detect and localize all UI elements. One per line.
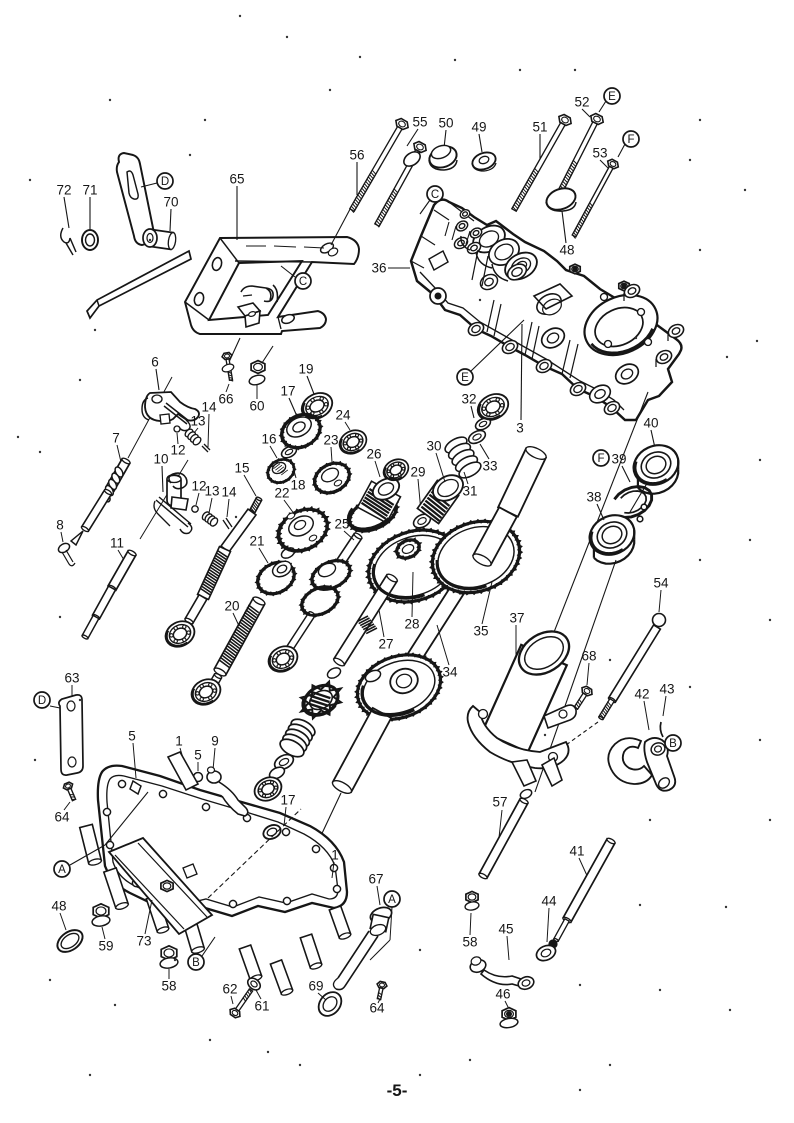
- svg-text:62: 62: [222, 982, 237, 997]
- svg-text:1: 1: [331, 848, 339, 863]
- svg-text:63: 63: [64, 671, 79, 686]
- svg-text:37: 37: [509, 611, 524, 626]
- svg-text:5: 5: [128, 729, 136, 744]
- svg-text:60: 60: [249, 399, 264, 414]
- svg-text:D: D: [38, 695, 46, 707]
- svg-text:32: 32: [461, 392, 476, 407]
- svg-text:14: 14: [201, 400, 217, 415]
- svg-text:43: 43: [659, 682, 674, 697]
- svg-text:9: 9: [211, 734, 219, 749]
- svg-text:58: 58: [462, 935, 477, 950]
- svg-text:25: 25: [334, 517, 349, 532]
- svg-text:D: D: [161, 176, 169, 188]
- svg-text:50: 50: [438, 116, 453, 131]
- svg-text:A: A: [388, 894, 396, 906]
- svg-text:45: 45: [498, 922, 513, 937]
- svg-text:40: 40: [643, 416, 658, 431]
- svg-text:29: 29: [410, 465, 425, 480]
- svg-text:71: 71: [82, 183, 97, 198]
- svg-text:11: 11: [110, 536, 124, 551]
- svg-text:1: 1: [175, 734, 183, 749]
- svg-text:F: F: [627, 134, 634, 146]
- svg-text:66: 66: [218, 392, 233, 407]
- svg-text:38: 38: [586, 490, 601, 505]
- svg-text:73: 73: [136, 934, 151, 949]
- svg-text:16: 16: [261, 432, 276, 447]
- svg-text:65: 65: [229, 172, 244, 187]
- svg-text:-5-: -5-: [387, 1081, 408, 1100]
- svg-text:53: 53: [592, 146, 607, 161]
- svg-text:56: 56: [349, 148, 364, 163]
- svg-text:13: 13: [204, 484, 219, 499]
- svg-text:17: 17: [280, 384, 295, 399]
- svg-text:35: 35: [473, 624, 488, 639]
- svg-text:17: 17: [280, 793, 295, 808]
- svg-text:E: E: [461, 372, 469, 384]
- svg-text:5: 5: [194, 748, 202, 763]
- svg-text:64: 64: [54, 810, 70, 825]
- svg-text:14: 14: [221, 485, 237, 500]
- svg-text:22: 22: [274, 486, 289, 501]
- svg-text:33: 33: [482, 459, 497, 474]
- svg-text:61: 61: [254, 999, 269, 1014]
- svg-text:69: 69: [308, 979, 323, 994]
- svg-text:6: 6: [151, 355, 159, 370]
- svg-text:55: 55: [412, 115, 427, 130]
- svg-text:8: 8: [56, 518, 64, 533]
- svg-text:28: 28: [404, 617, 419, 632]
- svg-text:23: 23: [323, 433, 338, 448]
- svg-text:10: 10: [153, 452, 168, 467]
- svg-text:70: 70: [163, 195, 178, 210]
- svg-text:48: 48: [51, 899, 66, 914]
- svg-text:72: 72: [56, 183, 71, 198]
- svg-text:12: 12: [191, 479, 206, 494]
- svg-text:64: 64: [369, 1001, 385, 1016]
- svg-text:67: 67: [368, 872, 383, 887]
- svg-text:27: 27: [378, 637, 393, 652]
- svg-text:A: A: [58, 864, 66, 876]
- svg-text:68: 68: [581, 649, 596, 664]
- svg-text:41: 41: [569, 844, 584, 859]
- svg-text:21: 21: [249, 534, 264, 549]
- svg-text:B: B: [669, 738, 677, 750]
- svg-text:36: 36: [371, 261, 386, 276]
- svg-text:51: 51: [532, 120, 547, 135]
- svg-text:12: 12: [170, 443, 185, 458]
- svg-text:44: 44: [541, 894, 557, 909]
- svg-text:26: 26: [366, 447, 381, 462]
- svg-text:30: 30: [426, 439, 441, 454]
- svg-text:49: 49: [471, 120, 486, 135]
- svg-text:42: 42: [634, 687, 649, 702]
- svg-text:3: 3: [516, 421, 524, 436]
- svg-text:C: C: [299, 276, 307, 288]
- svg-text:7: 7: [112, 431, 120, 446]
- svg-text:57: 57: [492, 795, 507, 810]
- svg-text:13: 13: [190, 414, 205, 429]
- svg-text:59: 59: [98, 939, 113, 954]
- svg-text:34: 34: [442, 665, 458, 680]
- svg-text:31: 31: [462, 484, 477, 499]
- svg-text:24: 24: [335, 408, 351, 423]
- svg-text:C: C: [431, 189, 439, 201]
- svg-text:E: E: [608, 91, 616, 103]
- svg-text:54: 54: [653, 576, 669, 591]
- svg-text:48: 48: [559, 243, 574, 258]
- svg-text:B: B: [192, 957, 200, 969]
- svg-text:20: 20: [224, 599, 239, 614]
- svg-text:39: 39: [611, 452, 626, 467]
- svg-text:58: 58: [161, 979, 176, 994]
- svg-text:52: 52: [574, 95, 589, 110]
- svg-text:F: F: [597, 453, 604, 465]
- svg-text:15: 15: [234, 461, 249, 476]
- svg-text:18: 18: [290, 478, 305, 493]
- svg-text:19: 19: [298, 362, 313, 377]
- svg-text:46: 46: [495, 987, 510, 1002]
